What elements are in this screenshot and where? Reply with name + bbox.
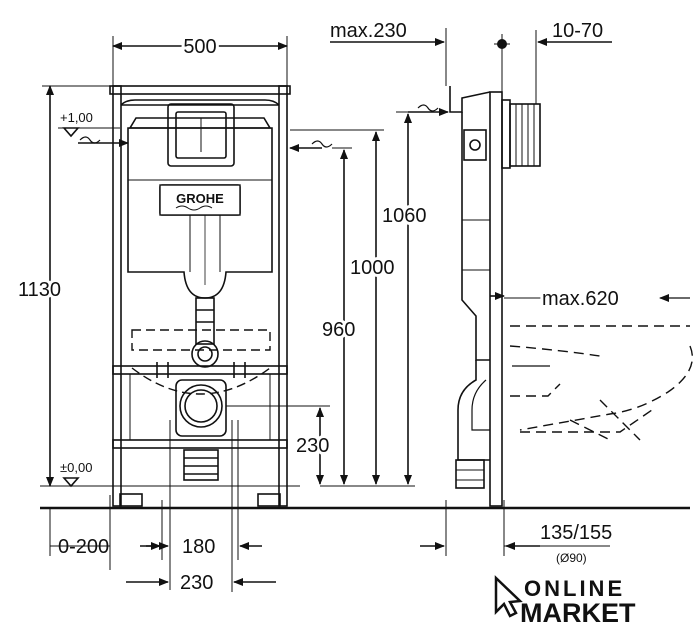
bowl-outline-side	[509, 325, 694, 441]
dim-230-height-label: 230	[296, 435, 329, 457]
dim-10-70-label: 10-70	[552, 20, 603, 42]
level-upper-marker	[62, 127, 80, 138]
diameter-label: (Ø90)	[556, 551, 587, 565]
svg-text:MARKET: MARKET	[520, 598, 636, 628]
flush-pipe	[191, 297, 219, 368]
dim-960-label: 960	[322, 319, 355, 341]
dim-230-bottom-label: 230	[180, 572, 213, 594]
dim-max230-label: max.230	[330, 20, 407, 42]
grohe-logo: GROHE	[159, 184, 241, 216]
mounting-bolts	[156, 362, 246, 378]
dim-180-label: 180	[182, 536, 215, 558]
front-frame	[109, 85, 291, 507]
dim-135-155-label: 135/155	[540, 522, 612, 544]
dim-1060-label: 1060	[382, 205, 427, 227]
dim-max620-label: max.620	[542, 288, 619, 310]
online-market-watermark: ONLINE MARKET	[494, 575, 636, 628]
center-mark-icon	[497, 39, 507, 49]
level-upper-label: +1,00	[60, 110, 93, 125]
dim-0-200-label: 0-200	[58, 536, 109, 558]
water-inlet-arrows	[78, 136, 333, 152]
bowl-outline-front	[131, 329, 271, 395]
drain-front	[175, 379, 227, 481]
svg-text:ONLINE: ONLINE	[524, 576, 625, 601]
dim-1130-label: 1130	[18, 279, 61, 301]
cursor-icon	[494, 575, 523, 618]
dim-1000-label: 1000	[350, 257, 395, 279]
dim-500-label: 500	[183, 36, 216, 58]
level-zero-marker	[62, 477, 80, 488]
svg-text:GROHE: GROHE	[176, 191, 224, 206]
level-zero-label: ±0,00	[60, 460, 92, 475]
